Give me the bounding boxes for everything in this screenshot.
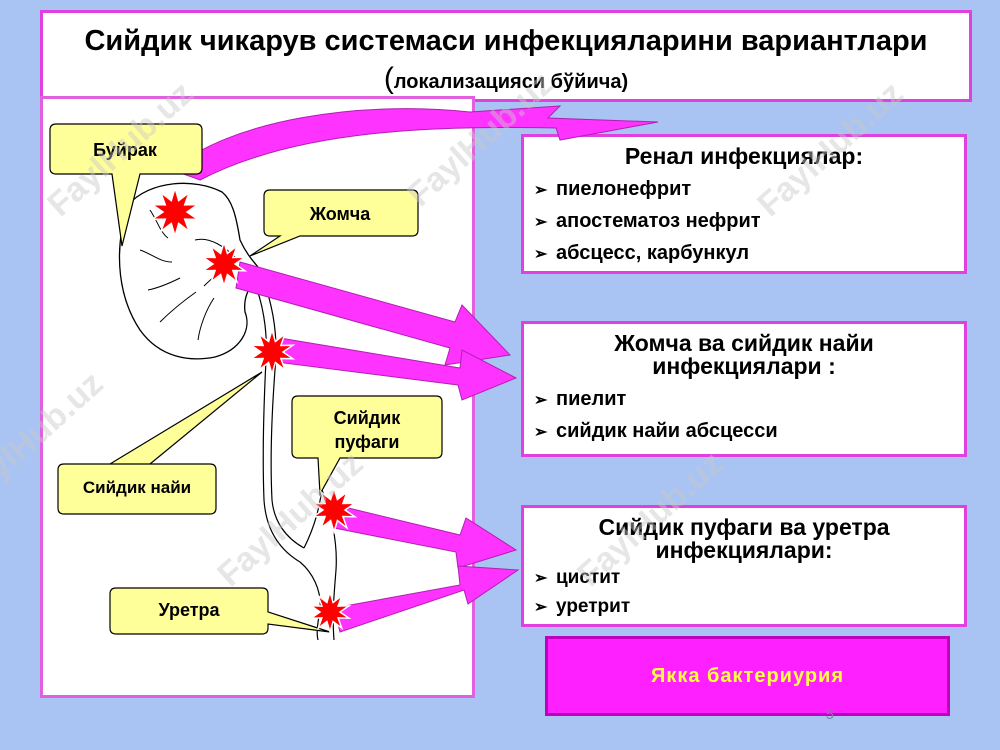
list-item: ➢цистит	[534, 564, 954, 593]
callout-label-urethra: Уретра	[158, 600, 220, 620]
chevron-bullet-icon: ➢	[534, 214, 548, 231]
infection-burst-markers	[149, 185, 358, 635]
callout-kidney	[49, 123, 203, 247]
infection-burst-icon	[310, 485, 358, 535]
arrow-bladder-to-box	[333, 504, 518, 569]
kidney-outline	[118, 182, 263, 360]
callout-urethra	[109, 587, 331, 635]
pelvis-list: ➢пиелит ➢сийдик найи абсцесси	[534, 384, 954, 448]
pelvis-heading-line2: инфекциялари :	[652, 353, 836, 379]
list-item: ➢пиелонефрит	[534, 174, 954, 206]
callout-bladder	[291, 395, 443, 497]
list-item: ➢сийдик найи абсцесси	[534, 416, 954, 448]
chevron-bullet-icon: ➢	[534, 424, 548, 441]
pelvis-heading-line1: Жомча ва сийдик найи	[614, 330, 874, 356]
page-title: Сийдик чикарув системаси инфекцияларини …	[84, 25, 928, 57]
kidney-calyx-lines	[139, 209, 215, 341]
list-item: ➢пиелит	[534, 384, 954, 416]
callout-ureter	[57, 371, 263, 515]
list-item: ➢уретрит	[534, 593, 954, 622]
callout-pelvis	[249, 189, 419, 257]
chevron-bullet-icon: ➢	[534, 182, 548, 199]
renal-heading: Ренал инфекциялар:	[624, 143, 864, 169]
bacteriuria-label: Якка бактериурия	[650, 664, 845, 687]
callout-label-pelvis: Жомча	[309, 204, 371, 224]
chevron-bullet-icon: ➢	[534, 570, 548, 587]
chevron-bullet-icon: ➢	[534, 246, 548, 263]
chevron-bullet-icon: ➢	[534, 392, 548, 409]
callout-label-ureter: Сийдик найи	[82, 478, 192, 497]
page-subtitle: (локализацияси бўйича)	[43, 62, 969, 96]
list-item: ➢апостематоз нефрит	[534, 206, 954, 238]
arrow-urethra-to-box	[333, 565, 520, 633]
renal-list: ➢пиелонефрит ➢апостематоз нефрит ➢абсцес…	[534, 174, 954, 270]
arrow-ureter-to-box	[275, 337, 518, 401]
subtitle-text: локализацияси бўйича)	[393, 71, 629, 93]
slide-number: 5	[826, 706, 834, 722]
renal-infections-box: Ренал инфекциялар: ➢пиелонефрит ➢апостем…	[521, 134, 967, 274]
bacteriuria-box: Якка бактериурия	[545, 636, 950, 716]
callout-label-kidney: Буйрак	[93, 140, 157, 160]
list-item: ➢абсцесс, карбункул	[534, 238, 954, 270]
infection-burst-icon	[149, 185, 201, 239]
ureter-line-inner	[263, 281, 305, 549]
subtitle-paren: (	[383, 62, 394, 95]
arrow-kidney-to-renal	[171, 105, 659, 181]
bladder-list: ➢цистит ➢уретрит	[534, 564, 954, 622]
pelvis-ureter-infections-box: Жомча ва сийдик найи инфекциялари : ➢пие…	[521, 321, 967, 457]
title-box: Сийдик чикарув системаси инфекцияларини …	[40, 10, 972, 102]
infection-burst-icon	[248, 327, 296, 377]
bladder-heading-line2: инфекциялари:	[655, 537, 833, 563]
infection-burst-icon	[200, 239, 248, 289]
bladder-heading-line1: Сийдик пуфаги ва уретра	[598, 514, 890, 540]
chevron-bullet-icon: ➢	[534, 599, 548, 616]
infection-burst-icon	[308, 589, 352, 635]
ureter-line	[253, 281, 301, 563]
bladder-urethra-infections-box: Сийдик пуфаги ва уретра инфекциялари: ➢ц…	[521, 505, 967, 627]
